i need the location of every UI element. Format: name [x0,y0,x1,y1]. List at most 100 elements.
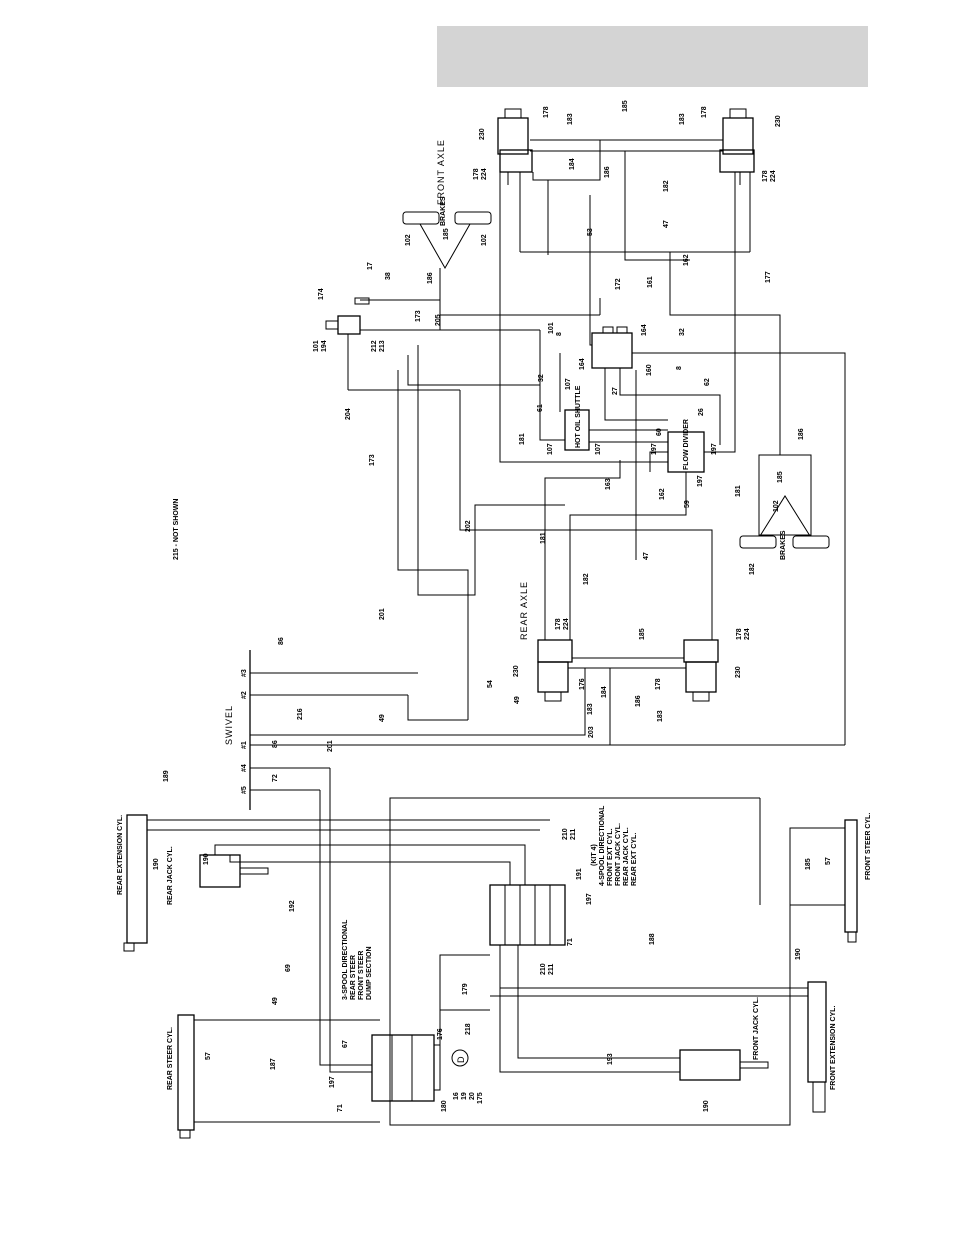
callout-c101a: 101 [313,340,320,352]
callout-c163: 163 [605,478,612,490]
callout-c180: 180 [441,1100,448,1112]
callout-c57b: 57 [205,1052,212,1060]
front-right-brake-block [719,149,755,173]
brake-valve-group [325,268,601,391]
callout-c190d: 190 [703,1100,710,1112]
callout-c190a: 190 [153,858,160,870]
callout-c164a: 164 [579,358,586,370]
callout-c62: 62 [704,378,711,386]
callout-c182c: 182 [749,563,756,575]
front-jack-cyl-rod [739,1061,769,1069]
swivel-port-3: #3 [241,669,248,677]
callout-c107b: 107 [547,443,554,455]
section-mark: D [456,1056,466,1064]
callout-c49c: 49 [272,997,279,1005]
callout-c181c: 181 [540,532,547,544]
callout-c102c: 102 [773,500,780,512]
callout-c27: 27 [612,387,619,395]
callout-c54: 54 [487,680,494,688]
callout-c224d: 224 [744,628,751,640]
callout-c197a: 197 [651,443,658,455]
callout-c230a: 230 [479,128,486,140]
rear-left-motor [537,661,569,693]
valve-164 [591,332,633,369]
callout-c197c: 197 [697,475,704,487]
rear-jack-cyl-rod [239,867,269,875]
callout-c71b: 71 [337,1104,344,1112]
callout-c185b: 185 [443,228,450,240]
rear-right-brake-block [683,639,719,663]
rear-steer-cylinder: REAR STEER CYL. [167,1014,380,1139]
callout-c189: 189 [163,770,170,782]
callout-c101b: 101 [548,322,555,334]
callout-c38: 38 [385,272,392,280]
callout-c178d: 178 [762,170,769,182]
callout-c107c: 107 [595,443,602,455]
front-brakes-group: BRAKES [402,196,492,270]
front-left-brake-block [499,149,533,173]
brake-valve [337,315,361,335]
callout-c183b: 183 [679,113,686,125]
callout-c184b: 184 [601,686,608,698]
callout-c20: 20 [469,1092,476,1100]
front-right-motor-shaft [729,108,747,119]
rear-right-motor [685,661,717,693]
header-box [437,26,868,87]
callout-c179: 179 [462,983,469,995]
swivel-port-1: #1 [241,741,248,749]
four-spool-line-5: REAR EXT CYL. [631,833,638,886]
callout-c53: 53 [587,228,594,236]
callout-c61: 61 [537,404,544,412]
callout-c49b: 49 [379,714,386,722]
rear-extension-cylinder: REAR EXTENSION CYL. [117,814,550,952]
brakes-label-top: BRAKES [440,196,447,226]
callout-c161: 161 [647,276,654,288]
four-spool-body [489,884,566,946]
front-extension-cyl-label: FRONT EXTENSION CYL. [830,1006,837,1090]
four-spool-line-1: 4-SPOOL DIRECTIONAL [599,805,606,886]
callout-c60: 60 [656,428,663,436]
callout-c181b: 181 [735,485,742,497]
callout-c47b: 47 [643,552,650,560]
callout-c224a: 224 [481,168,488,180]
callout-c182a: 182 [663,180,670,192]
rear-extension-cyl-body [126,814,148,944]
callout-c213: 213 [379,340,386,352]
callout-c230b: 230 [775,115,782,127]
front-brake-pad-right [454,211,492,225]
valve-164-group [591,326,633,369]
callout-c205: 205 [435,314,442,326]
callout-c19: 19 [461,1092,468,1100]
callout-c201b: 201 [327,740,334,752]
callout-c194: 194 [321,340,328,352]
callout-c172: 172 [615,278,622,290]
callout-c176b: 176 [437,1028,444,1040]
callout-c71a: 71 [567,938,574,946]
front-steer-cylinder: FRONT STEER CYL. [389,797,872,1126]
callout-c107a: 107 [565,378,572,390]
callout-c230d: 230 [735,666,742,678]
callout-c17: 17 [367,262,374,270]
front-extension-cylinder: FRONT EXTENSION CYL. [490,798,837,1113]
callout-c177: 177 [765,271,772,283]
three-spool-valve: 3-SPOOL DIRECTIONAL REAR STEER FRONT STE… [319,768,490,1102]
front-right-motor [722,117,754,155]
callout-c224b: 224 [770,170,777,182]
callout-c186b: 186 [427,272,434,284]
callout-c184a: 184 [569,158,576,170]
three-spool-line-3: FRONT STEER [358,951,365,1000]
callout-c188: 188 [649,933,656,945]
callout-c218: 218 [465,1023,472,1035]
callout-c174: 174 [318,288,325,300]
callout-c178g: 178 [655,678,662,690]
callout-c8b: 8 [676,366,683,370]
callout-c178b: 178 [701,106,708,118]
callout-c211a: 211 [570,829,577,840]
swivel-port-4: #4 [241,764,248,772]
callout-c178a: 178 [543,106,550,118]
flow-divider-label: FLOW DIVIDER [683,419,690,470]
rear-steer-cyl-body [177,1014,195,1131]
callout-c57a: 57 [825,857,832,865]
